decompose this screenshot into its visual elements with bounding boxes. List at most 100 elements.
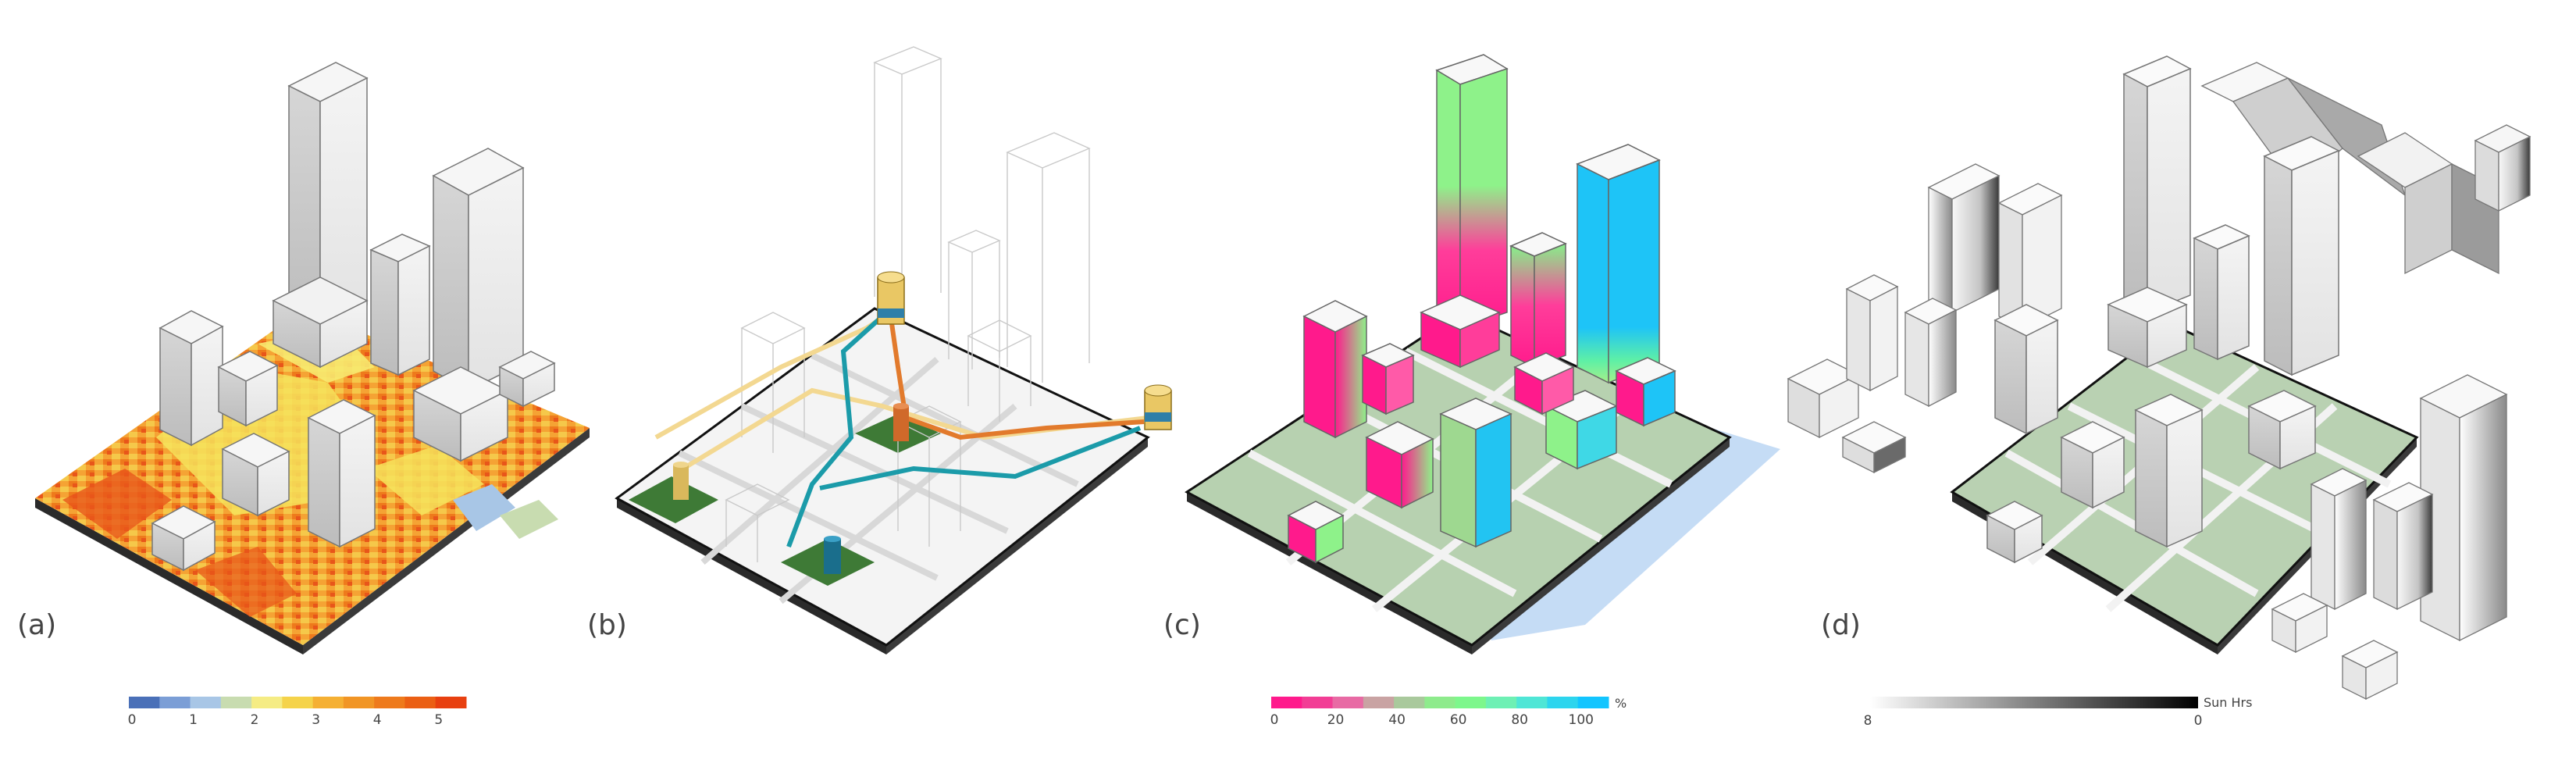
panel-b-route-teal-2 xyxy=(819,426,1142,490)
panel-c-podium xyxy=(1420,294,1501,369)
legend-a-swatch xyxy=(343,697,375,708)
panel-c-ground-side-right xyxy=(1472,437,1730,654)
panel-c-tower-front xyxy=(1439,398,1512,548)
legend-c-colorbar: 0 20 40 60 80 100% xyxy=(1270,696,1627,728)
legend-c-swatch xyxy=(1302,697,1334,708)
legend-a-swatch xyxy=(159,697,191,708)
panel-c-building-right-2 xyxy=(1615,357,1676,427)
panel-label-d: (d) xyxy=(1821,609,1861,641)
legend-a-swatch xyxy=(220,697,252,708)
panel-a-ground-side-right xyxy=(303,428,590,654)
panel-a-ground-heat-map xyxy=(35,62,590,654)
legend-c-swatch xyxy=(1485,697,1517,708)
legend-a-swatch xyxy=(404,697,436,708)
legend-c-tick: 80 xyxy=(1511,712,1528,728)
panel-b-ground-side xyxy=(617,498,886,654)
legend-c-swatch xyxy=(1516,697,1548,708)
panel-d-tower-3 xyxy=(2193,224,2250,361)
legend-a-swatch xyxy=(129,697,160,708)
panel-a-cool-zone xyxy=(500,500,558,539)
legend-a-tick: 4 xyxy=(373,712,382,728)
legend-a-tick: 3 xyxy=(312,712,320,728)
legend-a-swatch xyxy=(282,697,314,708)
panel-d-sunlight-hours xyxy=(1787,55,2531,701)
panel-c-facade-sky-view xyxy=(1185,54,1780,654)
legend-a-swatch xyxy=(312,697,344,708)
panel-a-building-4 xyxy=(159,310,224,447)
legend-a-swatch xyxy=(190,697,222,708)
panel-d-building-center xyxy=(2060,421,2125,509)
panel-b-marker-top xyxy=(877,271,905,325)
panel-d-tower-2 xyxy=(2263,136,2340,376)
legend-c-swatch xyxy=(1363,697,1395,708)
legend-c-tick: 0 xyxy=(1270,712,1279,728)
panel-d-tower-1 xyxy=(2122,55,2192,314)
legend-c-unit: % xyxy=(1615,696,1626,711)
panel-a-tower-front xyxy=(307,399,376,548)
panel-b-marker-center xyxy=(893,403,909,441)
panel-b-marker-right xyxy=(1144,384,1172,430)
legend-a-swatch xyxy=(374,697,405,708)
legend-a-tick: 0 xyxy=(128,712,137,728)
panel-c-building-left-2 xyxy=(1361,343,1415,415)
panel-c-building-center xyxy=(1365,421,1434,509)
panel-d-context-buildings xyxy=(1787,62,2531,701)
panel-label-a: (a) xyxy=(17,609,56,641)
legend-a-swatch xyxy=(251,697,283,708)
panel-a-podium-1 xyxy=(272,276,369,369)
legend-d-colorbar: Sun Hrs 8 0 xyxy=(1864,695,2253,729)
legend-d-unit: Sun Hrs xyxy=(2204,695,2252,710)
legend-a-colorbar: 0 1 2 3 4 5 xyxy=(128,697,467,728)
panel-a-tower-1 xyxy=(287,62,369,330)
panel-a-tower-3 xyxy=(369,234,431,376)
panel-a-building-5 xyxy=(217,351,279,427)
legend-c-tick: 20 xyxy=(1327,712,1345,728)
panel-c-building-left xyxy=(1302,300,1368,439)
legend-c-swatch xyxy=(1271,697,1302,708)
panel-d-podium xyxy=(2107,287,2188,369)
legend-a-swatch xyxy=(435,697,467,708)
legend-c-swatch xyxy=(1424,697,1456,708)
panel-c-tower-3 xyxy=(1509,232,1567,369)
panel-b-ground-side-right xyxy=(886,437,1148,654)
legend-d-tick-max: 0 xyxy=(2194,713,2203,729)
panel-a-yellow-zone xyxy=(367,445,484,515)
panel-c-tower-2 xyxy=(1576,144,1661,384)
legend-c-swatch xyxy=(1577,697,1609,708)
legend-c-tick: 40 xyxy=(1388,712,1406,728)
panel-a-building-front-left xyxy=(151,505,216,572)
panel-a-building-right-small xyxy=(498,351,556,408)
legend-c-swatch xyxy=(1547,697,1579,708)
panel-a-hot-zone xyxy=(62,469,172,539)
panel-a-hot-zone xyxy=(195,547,297,617)
panel-a-cool-zone xyxy=(453,484,515,531)
panel-c-tower-1 xyxy=(1435,54,1509,330)
legend-c-swatch xyxy=(1455,697,1487,708)
legend-c-tick: 100 xyxy=(1569,712,1594,728)
panel-d-building-right xyxy=(2247,390,2317,470)
legend-d-gradient xyxy=(1870,697,2198,708)
panel-b-wireframe-buildings xyxy=(725,46,1091,562)
panel-c-building-mid-pink xyxy=(1513,352,1575,415)
panel-d-building-front-left xyxy=(1986,501,2043,564)
panel-a-building-right-cluster xyxy=(412,366,509,462)
legend-a-tick: 2 xyxy=(251,712,259,728)
panel-d-tower-front xyxy=(2134,394,2204,548)
legend-c-swatch xyxy=(1332,697,1364,708)
panel-b-pedestrian-network xyxy=(615,46,1172,654)
panel-b-marker-bottom xyxy=(824,536,841,574)
panel-b-route-teal xyxy=(786,314,885,548)
panel-a-ground-side xyxy=(35,498,303,654)
legend-a-tick: 5 xyxy=(434,712,443,728)
panel-label-c: (c) xyxy=(1163,609,1201,641)
panel-b-route-orange xyxy=(888,312,1145,440)
panel-label-b: (b) xyxy=(587,609,627,641)
panel-a-tower-2 xyxy=(432,148,525,392)
legend-a-tick: 1 xyxy=(189,712,198,728)
legend-c-swatch xyxy=(1394,697,1425,708)
legend-d-tick-min: 8 xyxy=(1864,713,1872,729)
legend-c-tick: 60 xyxy=(1450,712,1467,728)
panel-b-marker-left xyxy=(673,462,689,500)
panel-a-building-6 xyxy=(221,433,290,517)
